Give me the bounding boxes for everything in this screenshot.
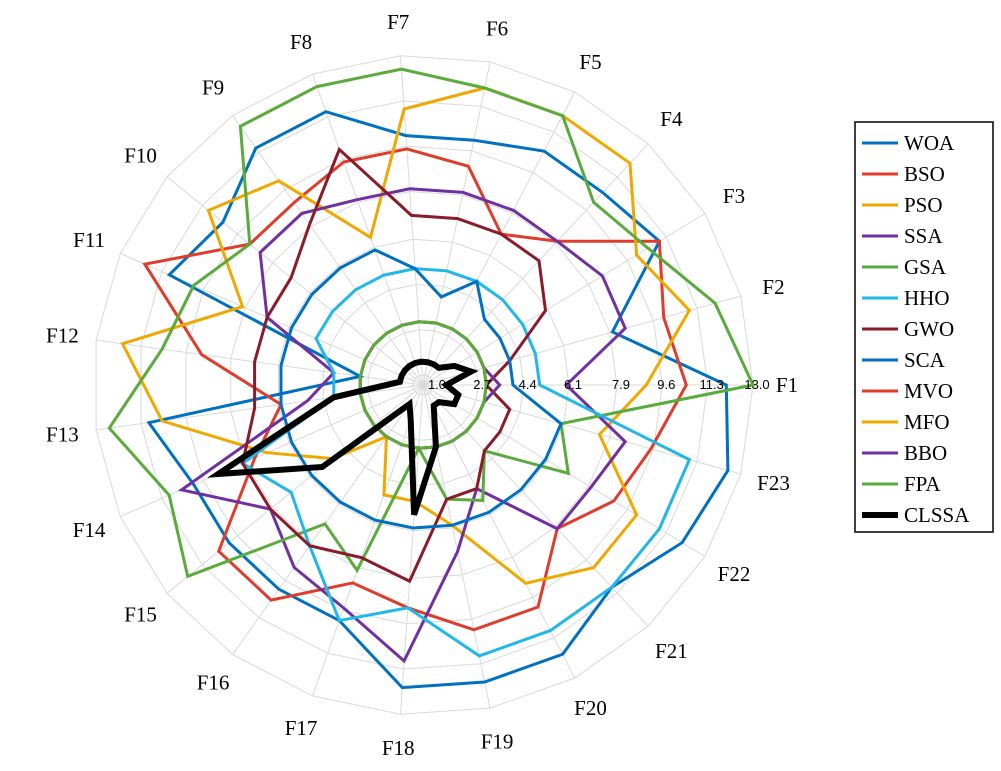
series-gsa — [107, 67, 756, 579]
grid-ring — [230, 190, 618, 580]
grid-spoke — [422, 143, 649, 386]
axis-label-f14: F14 — [73, 518, 106, 542]
axis-label-f17: F17 — [285, 716, 318, 740]
grid-spoke — [166, 176, 424, 386]
grid-spoke — [312, 73, 424, 386]
legend-label-fpa: FPA — [904, 472, 941, 496]
legend-label-mvo: MVO — [904, 379, 953, 403]
axis-label-f7: F7 — [387, 10, 409, 34]
tick-label: 2.7 — [473, 377, 491, 392]
axis-label-f23: F23 — [757, 471, 790, 495]
axis-label-f22: F22 — [718, 562, 751, 586]
axis-label-f20: F20 — [574, 696, 607, 720]
legend-label-ssa: SSA — [904, 224, 943, 248]
grid-spoke — [422, 61, 491, 386]
axis-label-f3: F3 — [723, 184, 745, 208]
series-sca — [279, 248, 563, 530]
series-clssa — [207, 358, 479, 516]
tick-label: 13.0 — [744, 377, 769, 392]
legend-label-bbo: BBO — [904, 441, 947, 465]
grid-ring — [140, 100, 709, 670]
series-hho — [239, 267, 692, 658]
axis-label-f12: F12 — [46, 323, 79, 347]
axis-label-f1: F1 — [776, 373, 798, 397]
series-fpa — [358, 320, 488, 450]
axis-label-f6: F6 — [486, 17, 508, 41]
axis-label-f2: F2 — [762, 275, 784, 299]
axis-label-f19: F19 — [481, 729, 514, 753]
axis-label-f10: F10 — [124, 143, 157, 167]
grid-ring — [95, 55, 754, 715]
grid-spoke — [96, 339, 424, 386]
legend-label-gwo: GWO — [904, 317, 954, 341]
legend-label-mfo: MFO — [904, 410, 950, 434]
tick-label: 4.4 — [519, 377, 537, 392]
radar-tick-labels: 1.0 2.7 4.4 6.1 7.9 9.6 11.3 13.0 — [428, 377, 770, 392]
grid-ring — [277, 238, 570, 532]
series-bso — [142, 147, 688, 632]
grid-spoke — [166, 384, 424, 594]
chart-legend: WOA BSO PSO SSA GSA HHO GWO SCA MVO MFO BBO FPA CLSS… — [854, 121, 994, 533]
legend-label-hho: HHO — [904, 286, 950, 310]
tick-label: 9.6 — [657, 377, 675, 392]
axis-label-f5: F5 — [579, 50, 601, 74]
series-ssa — [177, 187, 628, 664]
legend-label-bso: BSO — [904, 162, 945, 186]
grid-ring — [367, 329, 479, 441]
axis-label-f15: F15 — [124, 603, 157, 627]
axis-label-f16: F16 — [197, 670, 230, 694]
legend-box — [854, 121, 994, 533]
axis-label-f18: F18 — [382, 736, 415, 760]
tick-label: 11.3 — [700, 377, 724, 392]
axis-label-f11: F11 — [73, 228, 105, 252]
grid-spoke — [232, 115, 424, 386]
legend-label-pso: PSO — [904, 193, 943, 217]
legend-label-sca: SCA — [904, 348, 946, 372]
axis-label-f4: F4 — [660, 107, 683, 131]
radar-grid — [95, 55, 754, 715]
axis-label-f21: F21 — [655, 639, 688, 663]
legend-label-gsa: GSA — [904, 255, 947, 279]
grid-spoke — [422, 91, 576, 386]
axis-label-f9: F9 — [202, 76, 224, 100]
tick-label: 6.1 — [564, 377, 582, 392]
grid-spoke — [120, 384, 424, 517]
legend-label-woa: WOA — [904, 131, 955, 155]
tick-label: 1.0 — [428, 377, 446, 392]
series-pso — [120, 86, 692, 585]
axis-label-f13: F13 — [46, 423, 79, 447]
legend-label-clssa: CLSSA — [904, 503, 970, 527]
grid-spoke — [422, 384, 649, 627]
tick-label: 7.9 — [612, 377, 630, 392]
series-gwo — [241, 146, 548, 584]
axis-label-f8: F8 — [290, 30, 312, 54]
radar-series — [107, 67, 756, 690]
grid-spoke — [232, 384, 424, 655]
grid-spoke — [422, 384, 576, 679]
radar-axis-labels: F1F2F3F4F5F6F7F8F9F10F11F12F13F14F15F16F… — [46, 10, 798, 760]
grid-spoke — [312, 384, 424, 697]
